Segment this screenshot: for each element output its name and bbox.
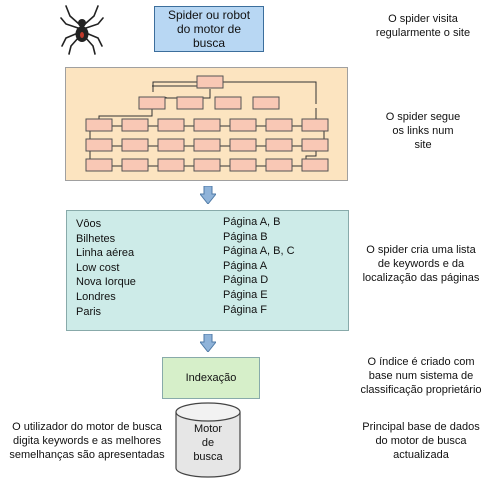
page-location-item: Página D xyxy=(223,274,269,287)
database-label: Motor de busca xyxy=(193,423,223,463)
indexing-box: Indexação xyxy=(162,357,260,399)
site-link-tree xyxy=(85,75,329,172)
down-arrow-icon xyxy=(198,333,218,353)
page-location-item: Página E xyxy=(223,288,268,301)
keyword-item: Nova Iorque xyxy=(76,276,136,289)
caption-keyword-list: O spider cria uma lista de keywords e da… xyxy=(362,244,480,284)
indexing-label: Indexação xyxy=(185,372,237,384)
caption-spider-follows: O spider segue os links num site xyxy=(385,111,461,151)
database-icon xyxy=(175,402,241,478)
page-location-item: Página A xyxy=(223,259,268,272)
keyword-item: Linha aérea xyxy=(76,247,135,260)
keyword-list-panel: Vôos Bilhetes Linha aérea Low cost Nova … xyxy=(66,210,349,331)
search-engine-database: Motor de busca xyxy=(174,400,242,480)
page-location-item: Página F xyxy=(223,303,268,316)
page-location-column: Página A, B Página B Página A, B, C Pági… xyxy=(223,215,343,317)
page-location-item: Página B xyxy=(223,230,268,243)
keyword-item: Vôos xyxy=(76,218,102,230)
caption-spider-visits: O spider visita regularmente o site xyxy=(375,13,471,39)
page-location-item: Página A, B xyxy=(223,216,281,228)
caption-index-created: O índice é criado com base num sistema d… xyxy=(360,356,482,396)
caption-database-updated: Principal base de dados do motor de busc… xyxy=(362,421,480,461)
spider-robot-label: Spider ou robot do motor de busca xyxy=(167,8,251,50)
page-location-item: Página A, B, C xyxy=(223,245,295,258)
keyword-item: Paris xyxy=(76,305,102,318)
spider-icon xyxy=(60,4,104,56)
spider-robot-box: Spider ou robot do motor de busca xyxy=(154,6,264,52)
caption-user-search: O utilizador do motor de busca digita ke… xyxy=(9,421,165,461)
down-arrow-icon xyxy=(198,185,218,205)
keyword-column: Vôos Bilhetes Linha aérea Low cost Nova … xyxy=(76,217,216,319)
keyword-item: Bilhetes xyxy=(76,232,116,245)
keyword-item: Londres xyxy=(76,290,116,303)
website-links-panel xyxy=(65,67,348,181)
keyword-item: Low cost xyxy=(76,261,120,274)
